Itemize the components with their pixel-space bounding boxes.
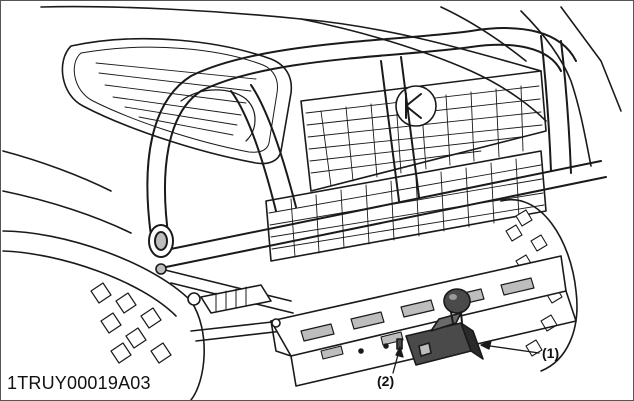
hitch-assembly bbox=[396, 288, 484, 366]
suspension-linkage bbox=[155, 263, 294, 342]
brush-guard bbox=[146, 27, 607, 268]
receiver-crossbar bbox=[270, 255, 577, 387]
hood-outline bbox=[2, 5, 622, 234]
left-tire bbox=[2, 230, 205, 400]
upper-grille bbox=[300, 70, 547, 192]
figure-id-label: 1TRUY00019A03 bbox=[4, 373, 154, 394]
callout-1-label: (1) bbox=[542, 345, 560, 361]
callout-2-label: (2) bbox=[377, 373, 395, 389]
lower-grille bbox=[265, 150, 547, 262]
leader-lines bbox=[392, 340, 540, 374]
